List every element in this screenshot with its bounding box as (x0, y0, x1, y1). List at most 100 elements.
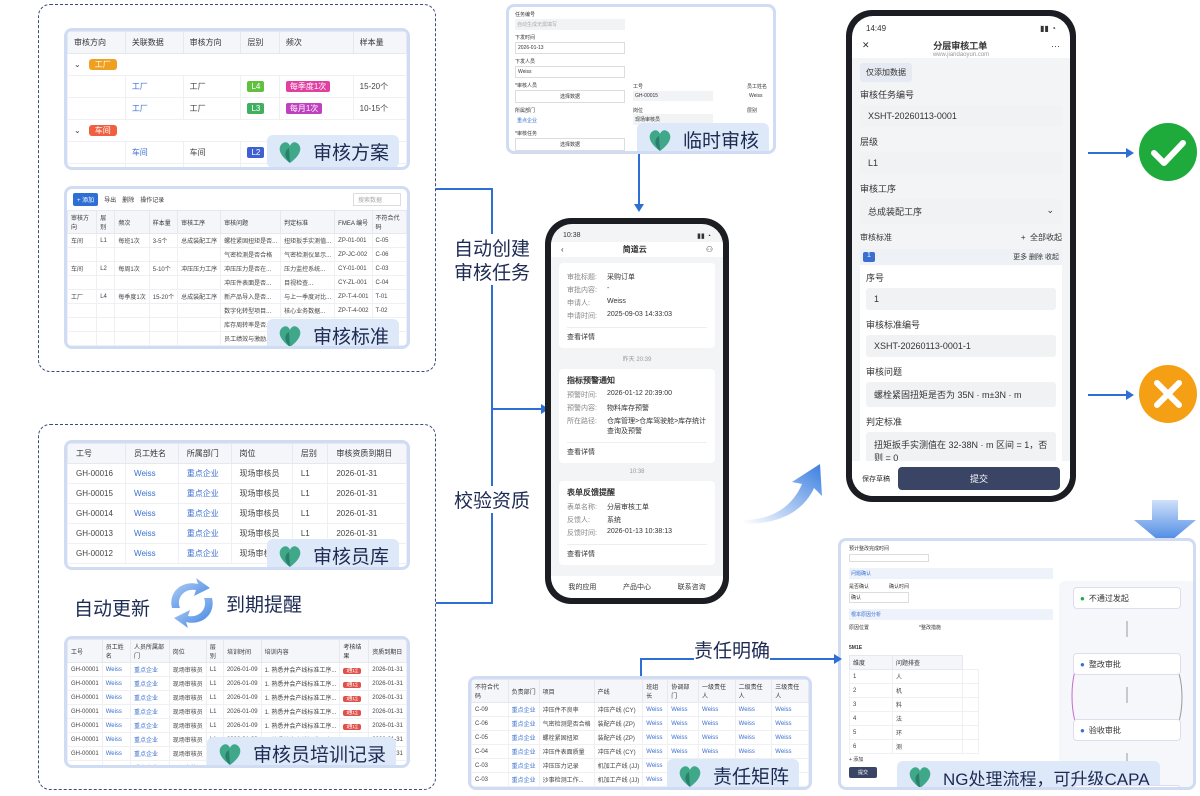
column-header[interactable]: 班组长 (642, 679, 669, 703)
column-header[interactable]: 人员所属部门 (129, 639, 170, 663)
p2-clear-all[interactable]: 全部收起 (1030, 233, 1062, 242)
flow-node[interactable]: ●整改审批 (1073, 653, 1181, 675)
tf-auditor-select[interactable]: 选择数据 (515, 90, 625, 103)
column-header[interactable]: 协调部门 (667, 679, 700, 703)
ng-f3-value[interactable]: 确认 (849, 592, 909, 603)
flow-node[interactable]: ●流程结束 (1073, 785, 1181, 787)
column-header[interactable]: 样本量 (148, 210, 179, 234)
std-log-button[interactable]: 操作记录 (140, 198, 165, 204)
column-header[interactable]: 三级责任人 (771, 679, 809, 703)
p2-chip[interactable]: 仅添加数据 (860, 63, 912, 82)
column-header[interactable]: 层别 (240, 31, 280, 54)
p1-card2-more[interactable]: 查看详情 (567, 442, 707, 457)
column-header[interactable]: 培训时间 (222, 639, 262, 663)
cell-data[interactable]: 车间 (124, 163, 184, 167)
flow-node[interactable]: ●验收审批 (1073, 719, 1181, 741)
column-header[interactable]: 考核结果 (339, 639, 370, 663)
ng-submit-button[interactable]: 提交 (849, 767, 877, 778)
p1-user-icon[interactable]: ⚇ (705, 245, 713, 254)
p1-card-approval[interactable]: 审批标题:采购订单 审批内容:- 申请人:Weiss 申请时间:2025-09-… (559, 263, 715, 348)
cell-data[interactable]: 车间 (124, 141, 184, 164)
column-header[interactable]: 审核方向 (67, 31, 126, 54)
tf-issue-time-input[interactable]: 2026-01-13 (515, 42, 625, 54)
column-header[interactable]: 培训内容 (260, 639, 341, 663)
column-header[interactable]: 样本量 (352, 31, 407, 54)
ng-add-button[interactable]: + 添加 (849, 757, 864, 763)
column-header[interactable]: 员工姓名 (101, 639, 131, 663)
column-header[interactable]: 所属部门 (177, 443, 232, 464)
p2-more-icon[interactable]: ··· (1051, 40, 1060, 51)
std-delete-button[interactable]: 删除 (122, 198, 135, 204)
column-header[interactable]: 不符合代码 (471, 679, 509, 703)
column-header[interactable]: 关联数据 (124, 31, 184, 54)
column-header[interactable]: 审核方向 (67, 210, 98, 234)
std-search-input[interactable]: 搜索数据 (352, 193, 401, 206)
p1-card1-more[interactable]: 查看详情 (567, 327, 707, 342)
cell-data[interactable]: 工厂 (124, 97, 184, 120)
column-header[interactable]: 层别 (291, 443, 329, 464)
column-header[interactable]: 层别 (205, 639, 224, 663)
p2-close-icon[interactable]: ✕ (862, 40, 870, 50)
p2-submit-button[interactable]: 提交 (898, 467, 1060, 490)
column-header[interactable]: 审核问题 (220, 210, 282, 234)
column-header[interactable]: 频次 (278, 31, 354, 54)
p1-card3-more[interactable]: 查看详情 (567, 544, 707, 559)
cell-data[interactable]: 工厂 (124, 75, 184, 98)
ng-f1-input[interactable] (849, 554, 929, 562)
column-header[interactable]: 维度 (849, 655, 893, 670)
column-header[interactable]: 岗位 (230, 443, 293, 464)
column-header[interactable]: 员工姓名 (125, 443, 179, 464)
p2-item-del[interactable]: 删除 (1029, 254, 1044, 261)
tf-task-no-input[interactable]: 自动生成无需填写 (515, 19, 625, 30)
p1-nav-apps[interactable]: 我的应用 (568, 584, 597, 591)
p1-card-alert[interactable]: 指标预警通知 预警时间:2026-01-12 20:39:00 预警内容:物料库… (559, 369, 715, 463)
table-row[interactable]: 质量改善... (67, 345, 407, 346)
column-header[interactable]: 工号 (67, 443, 127, 464)
chevron-down-icon[interactable]: ⌄ (74, 126, 81, 135)
column-header[interactable]: FMEA 编号 (334, 210, 373, 234)
column-header[interactable]: 判定标准 (280, 210, 336, 234)
column-header[interactable]: 审核方向 (182, 31, 242, 54)
p2-item-more[interactable]: 更多 (1013, 254, 1028, 261)
column-header[interactable]: 负责部门 (507, 679, 540, 703)
column-header[interactable]: 项目 (538, 679, 595, 703)
column-header[interactable]: 二级责任人 (734, 679, 773, 703)
column-header[interactable]: 不符合代码 (371, 210, 407, 234)
column-header[interactable]: 审核资质到期日 (327, 443, 407, 464)
p2-item-fold[interactable]: 收起 (1045, 254, 1059, 261)
column-header[interactable]: 一级责任人 (698, 679, 736, 703)
column-header[interactable]: 资质到期日 (368, 639, 407, 663)
p1-card-feedback[interactable]: 表单反馈提醒 表单名称:分层审核工单 反馈人:系统 反馈时间:2026-01-1… (559, 481, 715, 565)
column-header[interactable]: 工号 (67, 639, 103, 663)
column-header[interactable]: 岗位 (168, 639, 207, 663)
p2-add-icon[interactable]: + (1020, 233, 1026, 242)
column-header[interactable]: 审核工序 (177, 210, 222, 234)
column-header[interactable]: 层别 (96, 210, 116, 234)
column-header[interactable]: 问题排查 (891, 655, 964, 670)
